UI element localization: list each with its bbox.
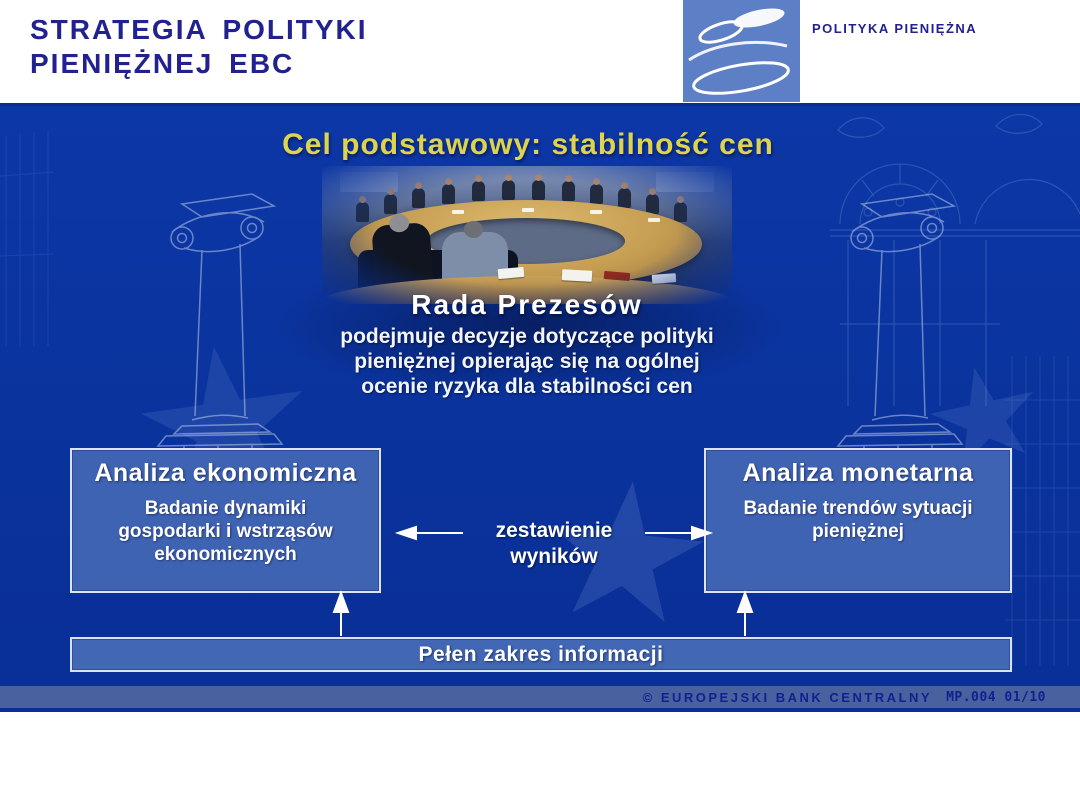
council-description-line: pieniężnej opierając się na ogólnej: [354, 350, 700, 373]
exchange-label-line: wyników: [510, 545, 598, 568]
economic-analysis-title: Analiza ekonomiczna: [94, 459, 357, 487]
monetary-body-line: pieniężnej: [812, 521, 904, 542]
name-card: [590, 210, 602, 214]
photo-screen: [656, 172, 714, 192]
series-label: POLITYKA PIENIĘŻNA: [812, 21, 978, 36]
council-heading: Rada Prezesów: [411, 289, 643, 320]
person-silhouette: [442, 178, 455, 204]
person-silhouette: [502, 174, 515, 200]
name-card: [648, 218, 660, 222]
exchange-of-results-label: zestawienie wyników: [440, 518, 668, 570]
footer-reference-code: MP.004 01/10: [946, 689, 1046, 705]
monetary-analysis-title: Analiza monetarna: [742, 459, 974, 487]
ecb-logo: [683, 0, 800, 102]
person-silhouette: [472, 175, 485, 201]
name-card: [522, 208, 534, 212]
council-description-line: podejmuje decyzje dotyczące polityki: [340, 325, 714, 348]
person-silhouette: [590, 178, 603, 204]
monetary-body-line: Badanie trendów sytuacji: [743, 498, 973, 519]
economic-body-line: gospodarki i wstrząsów: [118, 521, 333, 542]
monetary-analysis-box: Analiza monetarna Badanie trendów sytuac…: [704, 448, 1012, 593]
exchange-label-line: zestawienie: [495, 519, 613, 542]
header-title-line2: PIENIĘŻNEJ EBC: [30, 48, 295, 79]
ecb-logo-icon: [688, 8, 790, 95]
full-information-label: Pełen zakres informacji: [418, 642, 664, 666]
footer-strip: © EUROPEJSKI BANK CENTRALNY MP.004 01/10: [0, 686, 1080, 708]
person-silhouette: [618, 182, 631, 208]
person-silhouette: [562, 175, 575, 201]
papers: [651, 273, 677, 284]
economic-body-line: Badanie dynamiki: [144, 498, 307, 519]
slide-header-title: STRATEGIA POLITYKI PIENIĘŻNEJ EBC: [30, 13, 368, 81]
person-silhouette: [356, 196, 369, 222]
monetary-analysis-body: Badanie trendów sytuacji pieniężnej: [706, 497, 1010, 543]
person-silhouette: [532, 174, 545, 200]
person-silhouette: [674, 196, 687, 222]
header-title-line1: STRATEGIA POLITYKI: [30, 14, 368, 45]
slide-main-title: Cel podstawowy: stabilność cen: [282, 128, 774, 161]
economic-analysis-body: Badanie dynamiki gospodarki i wstrząsów …: [72, 497, 379, 566]
council-photo: [322, 166, 732, 304]
person-silhouette: [646, 188, 659, 214]
economic-analysis-box: Analiza ekonomiczna Badanie dynamiki gos…: [70, 448, 381, 593]
person-silhouette: [384, 188, 397, 214]
footer-copyright: © EUROPEJSKI BANK CENTRALNY: [642, 689, 933, 705]
photo-screen: [340, 172, 398, 192]
full-information-bar: Pełen zakres informacji: [70, 637, 1012, 672]
economic-body-line: ekonomicznych: [154, 544, 297, 565]
council-description-line: ocenie ryzyka dla stabilności cen: [361, 375, 693, 398]
papers: [561, 269, 593, 282]
name-card: [452, 210, 464, 214]
council-description: podejmuje decyzje dotyczące polityki pie…: [0, 324, 1054, 399]
person-silhouette: [412, 182, 425, 208]
